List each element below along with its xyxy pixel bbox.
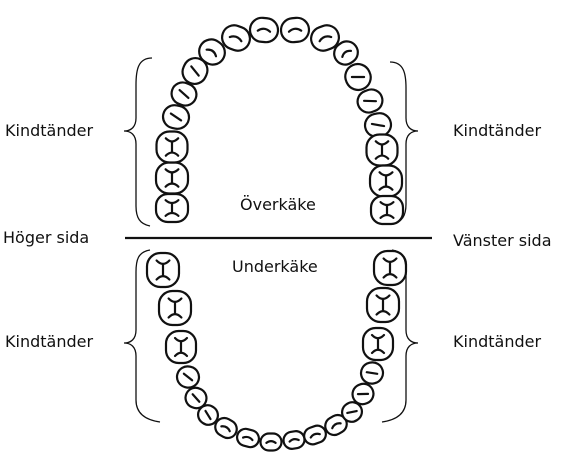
lower-tooth-18 bbox=[374, 251, 406, 285]
upper-dental-arch bbox=[156, 17, 403, 224]
upper-tooth-1 bbox=[156, 194, 188, 222]
upper-tooth-17 bbox=[370, 166, 402, 197]
brace-upper-right bbox=[124, 58, 152, 226]
lower-tooth-9 bbox=[261, 434, 282, 451]
label-molars-upper-right: Kindtänder bbox=[5, 123, 93, 139]
label-lower-jaw: Underkäke bbox=[232, 259, 318, 275]
lower-tooth-15 bbox=[359, 360, 386, 386]
lower-tooth-3 bbox=[166, 331, 196, 363]
lower-tooth-10 bbox=[282, 430, 306, 450]
upper-tooth-3 bbox=[157, 132, 188, 163]
label-upper-jaw: Överkäke bbox=[240, 197, 316, 213]
upper-tooth-4 bbox=[161, 103, 191, 131]
lower-tooth-8 bbox=[235, 427, 261, 449]
upper-tooth-18 bbox=[371, 196, 403, 224]
lower-dental-arch bbox=[147, 251, 406, 451]
label-molars-upper-left: Kindtänder bbox=[453, 123, 541, 139]
upper-tooth-9 bbox=[249, 17, 279, 43]
lower-tooth-17 bbox=[367, 288, 399, 322]
lower-tooth-1 bbox=[147, 253, 179, 287]
upper-tooth-2 bbox=[156, 163, 188, 194]
label-patient-right-side: Höger sida bbox=[3, 230, 89, 246]
label-molars-lower-left: Kindtänder bbox=[453, 334, 541, 350]
label-patient-left-side: Vänster sida bbox=[453, 233, 552, 249]
lower-tooth-4 bbox=[175, 364, 202, 390]
label-molars-lower-right: Kindtänder bbox=[5, 334, 93, 350]
lower-tooth-2 bbox=[159, 291, 191, 325]
upper-tooth-10 bbox=[280, 17, 310, 43]
lower-tooth-16 bbox=[363, 328, 393, 360]
upper-tooth-16 bbox=[367, 135, 398, 166]
